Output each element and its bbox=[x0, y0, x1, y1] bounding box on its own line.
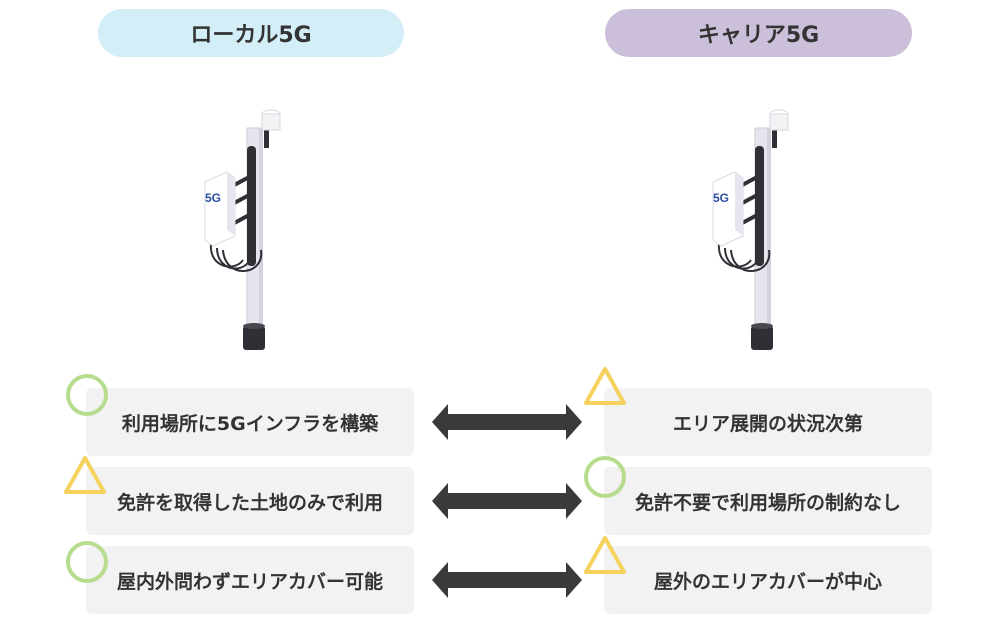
local-5g-header: ローカル5G bbox=[98, 9, 404, 57]
circle-mark-icon bbox=[584, 456, 626, 498]
carrier-5g-title: キャリア5G bbox=[697, 23, 820, 48]
double-arrow-icon bbox=[432, 483, 582, 519]
antenna-tower-icon: 5G bbox=[712, 109, 789, 350]
triangle-mark-icon bbox=[584, 367, 626, 405]
tower-badge: 5G bbox=[205, 191, 221, 205]
carrier-row-2: 免許不要で利用場所の制約なし bbox=[604, 467, 932, 535]
antenna-tower-icon: 5G bbox=[204, 109, 281, 350]
triangle-mark-icon bbox=[64, 456, 106, 494]
local-row-3: 屋内外問わずエリアカバー可能 bbox=[86, 546, 414, 614]
tower-badge: 5G bbox=[713, 191, 729, 205]
local-5g-title: ローカル5G bbox=[190, 23, 312, 48]
carrier-row-1-text: エリア展開の状況次第 bbox=[672, 412, 863, 435]
triangle-mark-icon bbox=[584, 536, 626, 574]
carrier-row-3-text: 屋外のエリアカバーが中心 bbox=[653, 570, 882, 593]
local-row-1-text: 利用場所に5Gインフラを構築 bbox=[121, 412, 379, 435]
local-row-3-text: 屋内外問わずエリアカバー可能 bbox=[116, 570, 383, 593]
local-row-1: 利用場所に5Gインフラを構築 bbox=[86, 388, 414, 456]
circle-mark-icon bbox=[66, 541, 108, 583]
double-arrow-icon bbox=[432, 562, 582, 598]
carrier-row-2-text: 免許不要で利用場所の制約なし bbox=[634, 491, 901, 514]
local-row-2: 免許を取得した土地のみで利用 bbox=[86, 467, 414, 535]
local-row-2-text: 免許を取得した土地のみで利用 bbox=[116, 491, 383, 514]
carrier-row-1: エリア展開の状況次第 bbox=[604, 388, 932, 456]
double-arrow-icon bbox=[432, 404, 582, 440]
carrier-5g-header: キャリア5G bbox=[605, 9, 912, 57]
circle-mark-icon bbox=[66, 374, 108, 416]
carrier-row-3: 屋外のエリアカバーが中心 bbox=[604, 546, 932, 614]
